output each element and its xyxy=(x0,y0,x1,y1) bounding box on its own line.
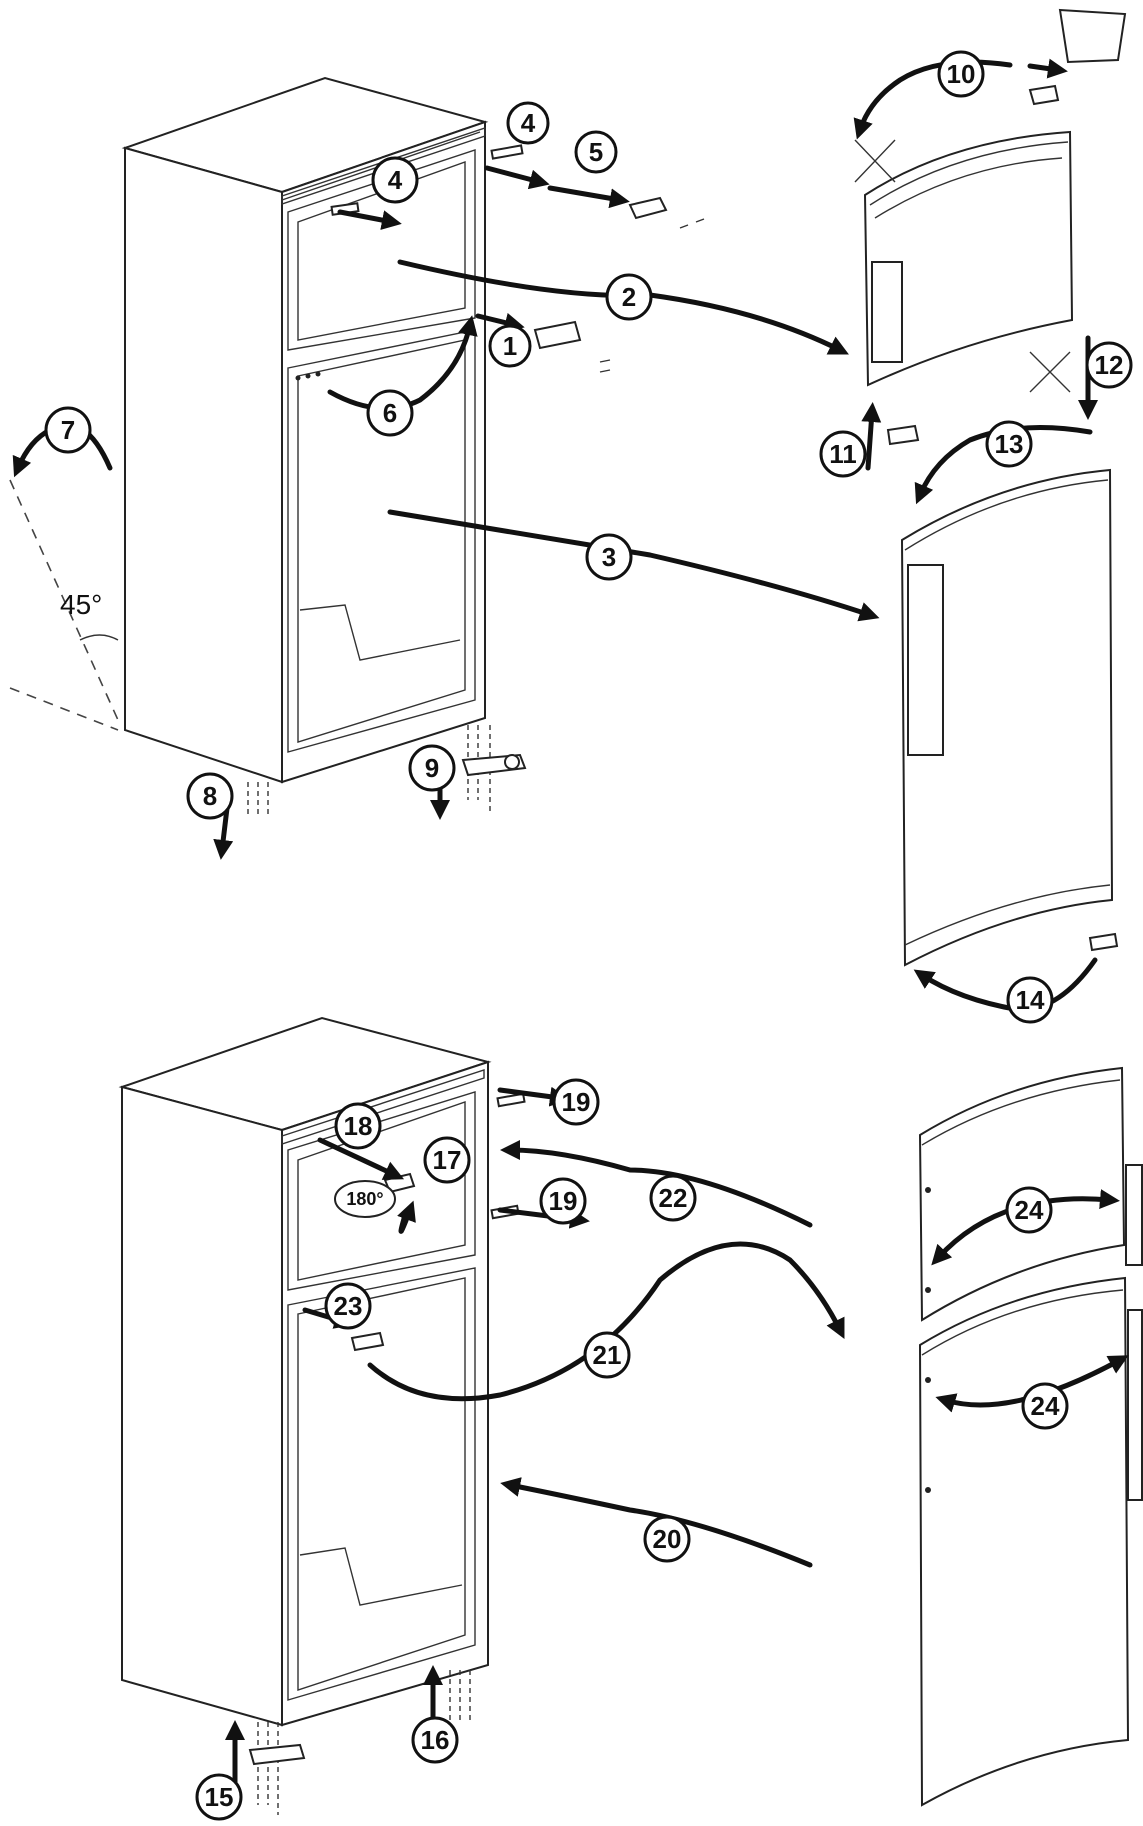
tilt-guide-lines xyxy=(9,479,119,731)
callout-24a: 24 xyxy=(1005,1186,1053,1234)
svg-text:4: 4 xyxy=(521,108,536,138)
callout-15: 15 xyxy=(195,1773,243,1821)
svg-text:19: 19 xyxy=(562,1087,591,1117)
instruction-arrows xyxy=(12,58,1129,1808)
tilt-angle-label: 45° xyxy=(60,589,102,620)
callout-19a: 19 xyxy=(552,1078,600,1126)
svg-text:4: 4 xyxy=(388,165,403,195)
callout-4b: 4 xyxy=(371,156,419,204)
callout-14: 14 xyxy=(1006,976,1054,1024)
svg-text:9: 9 xyxy=(425,753,439,783)
svg-text:12: 12 xyxy=(1095,350,1124,380)
svg-text:11: 11 xyxy=(829,439,857,469)
callout-11: 11 xyxy=(819,430,867,478)
svg-text:24: 24 xyxy=(1015,1195,1044,1225)
callout-4a: 4 xyxy=(506,101,550,145)
fridge-bottom-illustration xyxy=(118,1016,526,1815)
callout-1: 1 xyxy=(488,324,532,368)
callout-18: 18 xyxy=(334,1102,382,1150)
svg-text:22: 22 xyxy=(659,1183,688,1213)
svg-text:16: 16 xyxy=(421,1725,450,1755)
callout-9: 9 xyxy=(408,744,456,792)
callout-13: 13 xyxy=(985,420,1033,468)
svg-text:19: 19 xyxy=(549,1186,578,1216)
svg-text:3: 3 xyxy=(602,542,616,572)
bag-icon xyxy=(1058,8,1127,64)
svg-text:17: 17 xyxy=(433,1145,462,1175)
svg-text:180°: 180° xyxy=(346,1189,383,1209)
svg-text:8: 8 xyxy=(203,781,217,811)
callout-5: 5 xyxy=(574,130,618,174)
callout-2: 2 xyxy=(605,273,653,321)
callout-16: 16 xyxy=(411,1716,459,1764)
callout-24b: 24 xyxy=(1021,1382,1069,1430)
svg-text:1: 1 xyxy=(503,331,517,361)
callout-12: 12 xyxy=(1085,341,1133,389)
svg-text:5: 5 xyxy=(589,137,603,167)
svg-text:13: 13 xyxy=(995,429,1024,459)
svg-text:20: 20 xyxy=(653,1524,682,1554)
callout-21: 21 xyxy=(583,1331,631,1379)
callout-23: 23 xyxy=(324,1282,372,1330)
svg-text:10: 10 xyxy=(947,59,976,89)
rotation-badge: 180° xyxy=(334,1180,396,1218)
callout-6: 6 xyxy=(366,389,414,437)
freezer-door-top xyxy=(863,130,1074,387)
callout-10: 10 xyxy=(937,50,985,98)
callout-8: 8 xyxy=(186,772,234,820)
svg-text:24: 24 xyxy=(1031,1391,1060,1421)
fridge-top-illustration xyxy=(121,76,705,818)
callout-17: 17 xyxy=(423,1136,471,1184)
svg-text:6: 6 xyxy=(383,398,397,428)
crossed-part-icon xyxy=(854,139,1071,393)
callout-19b: 19 xyxy=(539,1177,587,1225)
fridge-door-top xyxy=(900,468,1114,967)
callout-22: 22 xyxy=(649,1174,697,1222)
svg-text:21: 21 xyxy=(593,1340,622,1370)
svg-text:15: 15 xyxy=(205,1782,234,1812)
svg-text:18: 18 xyxy=(344,1111,373,1141)
callout-7: 7 xyxy=(44,406,92,454)
svg-text:7: 7 xyxy=(61,415,75,445)
svg-text:23: 23 xyxy=(334,1291,363,1321)
svg-text:2: 2 xyxy=(622,282,636,312)
callout-20: 20 xyxy=(643,1515,691,1563)
svg-text:14: 14 xyxy=(1016,985,1045,1015)
callout-3: 3 xyxy=(585,533,633,581)
